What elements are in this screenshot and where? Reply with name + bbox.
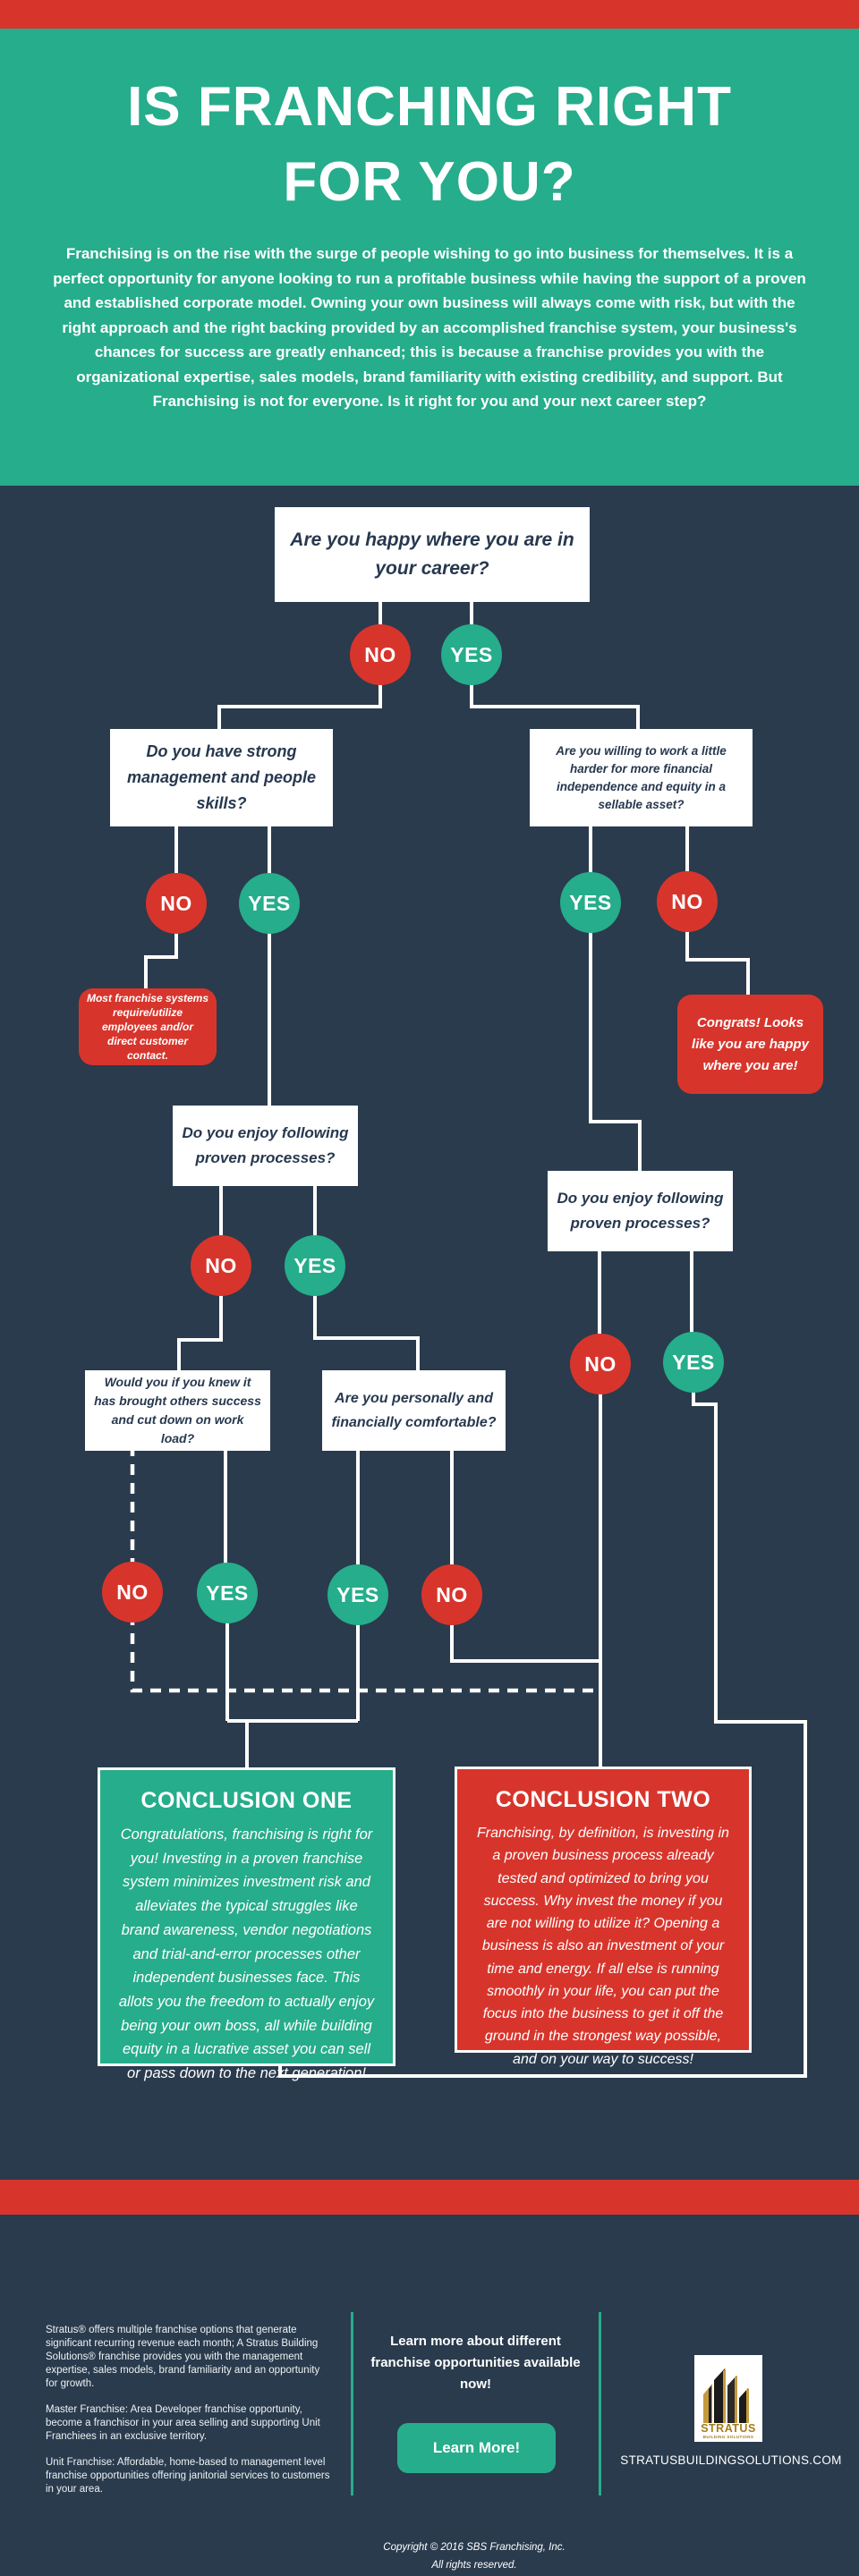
circle-no-3l: NO [191,1235,251,1296]
footer-description: Stratus® offers multiple franchise optio… [46,2324,334,2509]
circle-no-4l: NO [102,1562,163,1623]
footer-cta-text: Learn more about different franchise opp… [370,2334,581,2392]
conclusion-one-body: Congratulations, franchising is right fo… [118,1826,375,2082]
bottom-accent-bar [0,2180,859,2215]
header-section [0,29,859,486]
circle-yes-2l: YES [239,873,300,934]
question-would-you-if: Would you if you knew it has brought oth… [85,1370,270,1451]
note-franchise-systems: Most franchise systems require/utilize e… [79,988,217,1065]
copyright-notice: Copyright © 2016 SBS Franchising, Inc. A… [293,2538,655,2574]
conclusion-two-body: Franchising, by definition, is investing… [477,1826,729,2067]
circle-no-1: NO [350,624,411,685]
footer-paragraph-stratus: Stratus® offers multiple franchise optio… [46,2325,320,2389]
stratus-logo-subtitle: BUILDING SOLUTIONS [702,2435,754,2439]
circle-yes-1: YES [441,624,502,685]
question-proven-processes-left: Do you enjoy following proven processes? [173,1106,358,1186]
page-title-line1: IS FRANCHING RIGHT [127,76,732,138]
page-title: IS FRANCHING RIGHT FOR YOU? [0,70,859,220]
conclusion-two-box: CONCLUSION TWO Franchising, by definitio… [455,1767,752,2067]
conclusion-one-box: CONCLUSION ONE Congratulations, franchis… [98,1767,395,2081]
circle-yes-4l: YES [197,1563,258,1623]
footer-divider-right [599,2312,601,2496]
circle-yes-3r: YES [663,1332,724,1393]
circle-yes-3l: YES [285,1235,345,1296]
footer-paragraph-unit-franchise: Unit Franchise: Affordable, home-based t… [46,2457,330,2495]
conclusion-two-title: CONCLUSION TWO [495,1787,711,1812]
question-happy-career: Are you happy where you are in your care… [275,507,590,602]
footer-website-link[interactable]: STRATUSBUILDINGSOLUTIONS.COM [620,2453,842,2467]
copyright-line2: All rights reserved. [431,2560,517,2571]
footer-divider-left [351,2312,353,2496]
circle-yes-4r: YES [327,1564,388,1625]
intro-paragraph: Franchising is on the rise with the surg… [53,245,806,410]
question-personally-comfortable: Are you personally and financially comfo… [322,1370,506,1451]
copyright-line1: Copyright © 2016 SBS Franchising, Inc. [383,2542,566,2553]
stratus-logo-buildings [703,2368,749,2423]
circle-yes-2r: YES [560,872,621,933]
footer-paragraph-master-franchise: Master Franchise: Area Developer franchi… [46,2404,320,2442]
stratus-logo: STRATUS BUILDING SOLUTIONS [694,2355,762,2442]
page-title-line2: FOR YOU? [283,151,576,213]
circle-no-3r: NO [570,1334,631,1394]
circle-no-2l: NO [146,873,207,934]
question-work-harder: Are you willing to work a little harder … [530,729,753,826]
question-proven-processes-right: Do you enjoy following proven processes? [548,1171,733,1251]
circle-no-4r: NO [421,1564,482,1625]
note-congrats-happy: Congrats! Looks like you are happy where… [677,995,823,1094]
circle-no-2r: NO [657,871,718,932]
question-management-skills: Do you have strong management and people… [110,729,333,826]
stratus-logo-wordmark: STRATUS [701,2422,756,2435]
conclusion-one-title: CONCLUSION ONE [140,1788,353,1813]
learn-more-button[interactable]: Learn More! [397,2423,556,2473]
top-accent-bar [0,0,859,29]
